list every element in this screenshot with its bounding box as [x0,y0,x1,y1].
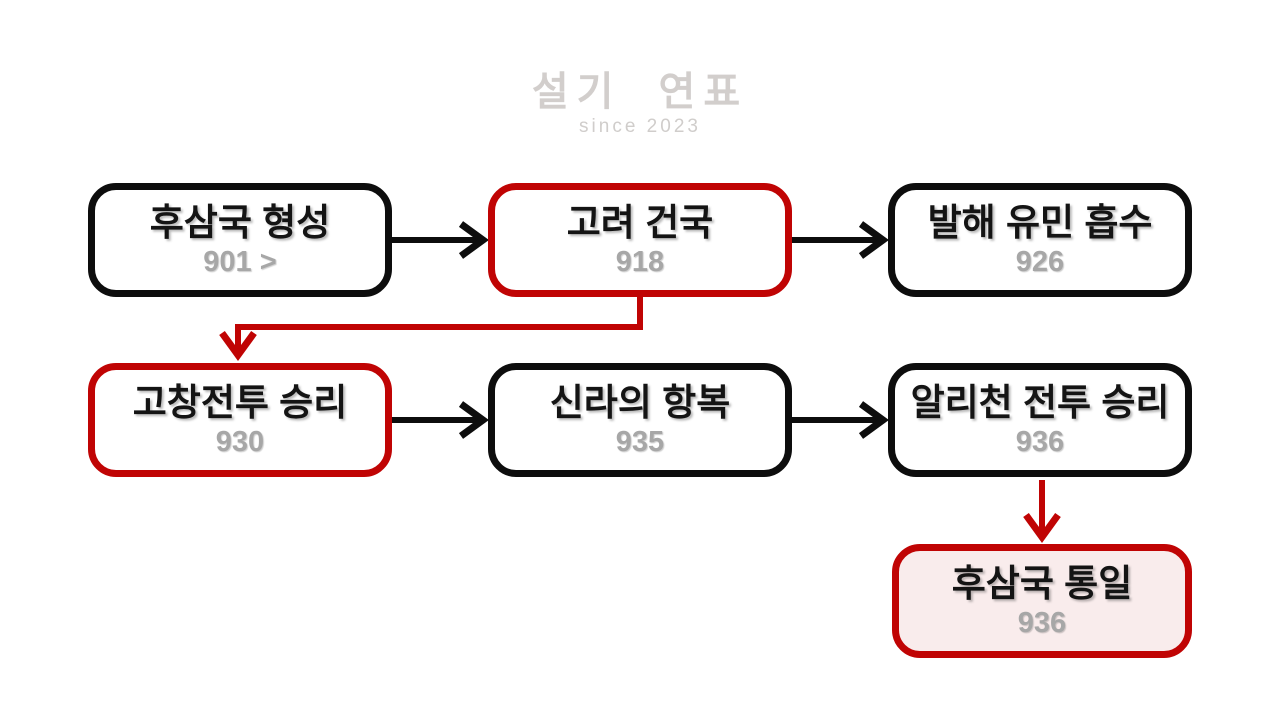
node-later-three-kingdoms-formation: 후삼국 형성 901 > [88,183,392,297]
watermark-subtitle: since 2023 [579,116,701,137]
node-year: 935 [615,425,665,458]
connector-n2-n4-elbow-arrow [219,294,643,361]
node-label: 알리천 전투 승리 [910,382,1170,424]
node-silla-surrender: 신라의 항복 935 [488,363,792,477]
watermark-title: 설기 연표 [531,70,749,114]
node-label: 고창전투 승리 [132,382,348,424]
node-year: 926 [1015,245,1065,278]
node-label: 후삼국 형성 [149,202,331,244]
node-label: 발해 유민 흡수 [927,202,1153,244]
node-year: 918 [615,245,665,278]
node-later-three-kingdoms-unification: 후삼국 통일 936 [892,544,1192,658]
node-gochang-battle-victory: 고창전투 승리 930 [88,363,392,477]
node-label: 고려 건국 [566,202,714,244]
node-label: 신라의 항복 [549,382,731,424]
node-year: 901 > [203,245,277,278]
watermark: 설기 연표 since 2023 [0,72,1280,138]
node-year: 930 [215,425,265,458]
node-year: 936 [1015,425,1065,458]
node-goryeo-founding: 고려 건국 918 [488,183,792,297]
node-balhae-refugees-absorbed: 발해 유민 흡수 926 [888,183,1192,297]
node-illicheon-battle-victory: 알리천 전투 승리 936 [888,363,1192,477]
node-label: 후삼국 통일 [951,563,1133,605]
node-year: 936 [1017,606,1067,639]
